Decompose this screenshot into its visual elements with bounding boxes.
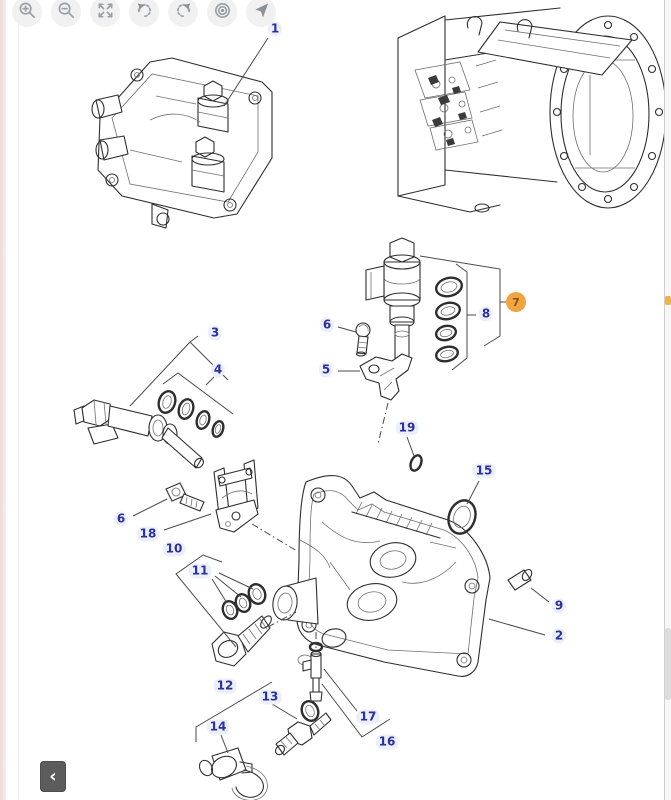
view-toolbar bbox=[12, 0, 276, 27]
collapse-panel-button[interactable]: ‹ bbox=[40, 761, 66, 792]
rotate-right-icon bbox=[174, 1, 193, 24]
callout-9[interactable]: 9 bbox=[551, 598, 567, 614]
guide-bracket-drawing bbox=[213, 459, 259, 533]
main-housing-drawing bbox=[272, 475, 491, 677]
pointer-icon bbox=[252, 1, 271, 24]
callout-15[interactable]: 15 bbox=[472, 463, 496, 479]
callout-17[interactable]: 17 bbox=[356, 709, 380, 725]
zoom-in-icon bbox=[18, 1, 37, 24]
callout-5[interactable]: 5 bbox=[318, 362, 334, 378]
o-ring-kit-drawing bbox=[434, 276, 464, 363]
zoom-in-button[interactable] bbox=[12, 0, 42, 27]
bolt-lower-drawing bbox=[165, 482, 205, 512]
left-edge-strip bbox=[0, 0, 6, 800]
callout-13[interactable]: 13 bbox=[258, 689, 282, 705]
bleeder-valve-drawing bbox=[302, 641, 324, 702]
seal-ring-drawing bbox=[447, 499, 477, 535]
callout-12[interactable]: 12 bbox=[213, 678, 237, 694]
callout-16[interactable]: 16 bbox=[375, 734, 399, 750]
gearbox-housing-drawing bbox=[397, 7, 667, 213]
callout-6[interactable]: 6 bbox=[319, 317, 335, 333]
panel-divider bbox=[18, 0, 19, 800]
leader-lines bbox=[129, 37, 550, 754]
callout-7-highlighted[interactable]: 7 bbox=[506, 292, 526, 312]
callout-11[interactable]: 11 bbox=[188, 563, 212, 579]
valve-cover-assembly-drawing bbox=[91, 57, 273, 229]
small-o-ring-drawing bbox=[409, 454, 423, 472]
sensor-o-rings-drawing bbox=[157, 390, 225, 438]
rotate-left-button[interactable] bbox=[129, 0, 159, 27]
scrollbar-track[interactable] bbox=[665, 0, 671, 800]
scrollbar-thumb[interactable] bbox=[665, 628, 671, 700]
callout-1[interactable]: 1 bbox=[267, 21, 283, 37]
callout-19[interactable]: 19 bbox=[395, 420, 419, 436]
scrollbar-highlight-marker bbox=[665, 296, 671, 305]
callout-18[interactable]: 18 bbox=[136, 526, 160, 542]
callout-6[interactable]: 6 bbox=[113, 511, 129, 527]
content-right-border bbox=[664, 0, 665, 800]
zoom-out-icon bbox=[57, 1, 76, 24]
callout-14[interactable]: 14 bbox=[206, 719, 230, 735]
callout-4[interactable]: 4 bbox=[210, 362, 226, 378]
callout-10[interactable]: 10 bbox=[162, 541, 186, 557]
rotate-right-button[interactable] bbox=[168, 0, 198, 27]
callout-8[interactable]: 8 bbox=[478, 306, 494, 322]
target-icon bbox=[213, 1, 232, 24]
fitting-drawing bbox=[275, 700, 332, 756]
reset-center-button[interactable] bbox=[207, 0, 237, 27]
cap-with-lanyard-drawing bbox=[198, 747, 268, 800]
chevron-left-icon: ‹ bbox=[49, 766, 57, 787]
sensor-drawing bbox=[73, 399, 204, 469]
bolt-upper-drawing bbox=[355, 322, 371, 357]
fit-to-screen-button[interactable] bbox=[90, 0, 120, 27]
o-ring-set-drawing bbox=[221, 583, 267, 620]
callout-3[interactable]: 3 bbox=[207, 325, 223, 341]
fit-screen-icon bbox=[96, 1, 115, 24]
callout-2[interactable]: 2 bbox=[551, 628, 567, 644]
dowel-pin-drawing bbox=[507, 568, 533, 591]
shift-fork-drawing bbox=[359, 353, 413, 401]
rotate-left-icon bbox=[135, 1, 154, 24]
solenoid-valve-drawing bbox=[365, 237, 421, 364]
hex-plug-drawing bbox=[211, 615, 272, 667]
zoom-out-button[interactable] bbox=[51, 0, 81, 27]
